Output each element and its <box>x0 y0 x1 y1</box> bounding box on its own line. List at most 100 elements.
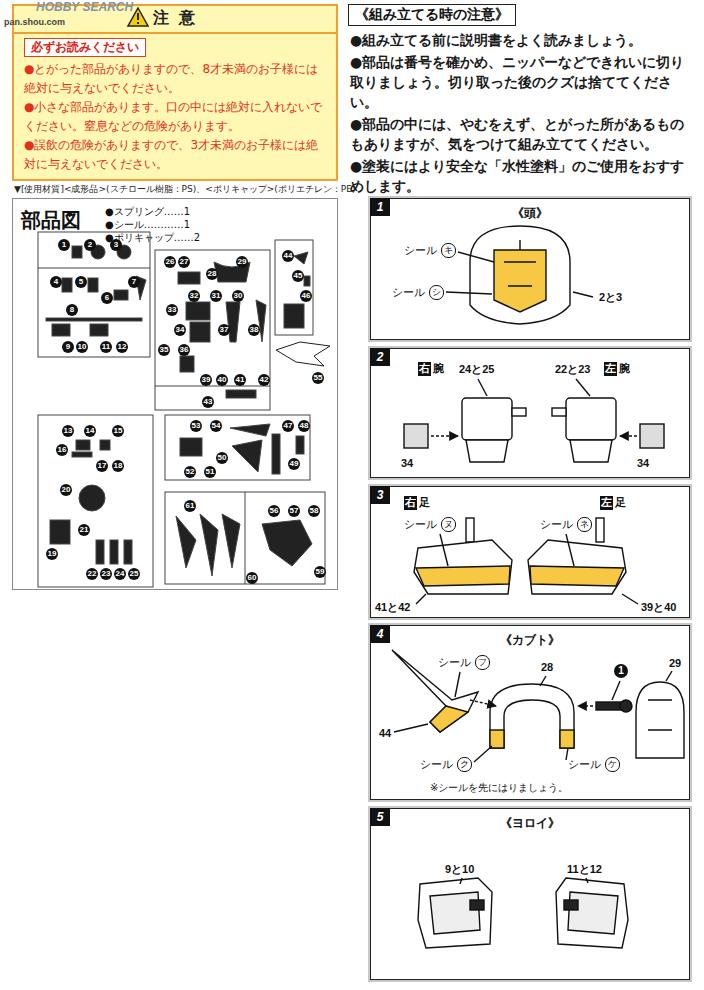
part-number: 33 <box>166 304 178 316</box>
parts-count: ●スプリング……1 <box>105 205 190 219</box>
part-number: 16 <box>56 444 68 456</box>
part-number: 27 <box>178 256 190 268</box>
part-number: 58 <box>308 505 320 517</box>
armor-figures <box>418 878 628 948</box>
step-number: 4 <box>370 625 390 643</box>
part-number: 59 <box>314 566 326 578</box>
seal-label: シール <box>392 286 425 300</box>
part-name: 腕 <box>433 362 444 376</box>
part-number: 10 <box>76 341 88 353</box>
part-number: 1 <box>614 664 628 678</box>
warning-subheading: 必ずお読みください <box>24 38 146 57</box>
part-number: 17 <box>96 460 108 472</box>
part-number: 14 <box>84 425 96 437</box>
watermark: pan.shou.com <box>4 17 65 27</box>
step-heading: 《ヨロイ》 <box>371 815 689 832</box>
part-number: 19 <box>46 548 58 560</box>
step-panel: 4《カブト》 <box>370 625 690 800</box>
seal-label: シール <box>420 758 453 772</box>
step-number: 1 <box>370 198 390 216</box>
part-callout: 24と25 <box>458 362 495 376</box>
warning-item: ●誤飲の危険がありますので、3才未満のお子様には絶対に与えないでください。 <box>14 136 336 179</box>
part-number: 2 <box>84 239 96 251</box>
part-number: 29 <box>236 256 248 268</box>
part-number: 44 <box>282 250 294 262</box>
part-callout: 41と42 <box>374 600 411 614</box>
warning-item: ●小さな部品があります。口の中には絶対に入れないでください。窒息などの危険があり… <box>14 98 336 136</box>
seal-letter: フ <box>475 655 490 670</box>
helmet-figures <box>392 650 684 762</box>
arm-figures <box>404 379 664 462</box>
part-number: 45 <box>292 270 304 282</box>
seal-label: シール <box>568 758 601 772</box>
part-number: 51 <box>204 466 216 478</box>
part-number: 5 <box>75 276 87 288</box>
foot-figures <box>414 518 638 604</box>
seal-letter: シ <box>429 285 444 300</box>
warning-item: ●とがった部品がありますので、8才未満のお子様には絶対に与えないでください。 <box>14 60 336 98</box>
part-number: 53 <box>190 420 202 432</box>
part-name: 足 <box>419 496 430 510</box>
step-number: 3 <box>370 486 390 504</box>
part-number: 9 <box>62 341 74 353</box>
part-number: 55 <box>312 372 324 384</box>
part-number: 37 <box>218 324 230 336</box>
part-number: 8 <box>66 304 78 316</box>
part-number: 11 <box>100 341 112 353</box>
seal-label: シール <box>540 518 573 532</box>
part-number: 6 <box>101 292 113 304</box>
side-mark: 右 <box>418 362 431 376</box>
step-panel: 1《頭》 <box>370 198 690 340</box>
parts-runners <box>38 232 330 587</box>
part-number: 38 <box>248 324 260 336</box>
step-heading: 《頭》 <box>371 205 689 222</box>
side-mark: 右 <box>404 496 417 510</box>
part-callout: 29 <box>668 656 682 670</box>
part-number: 34 <box>174 324 186 336</box>
watermark: HOBBY SEARCH <box>36 0 133 14</box>
part-number: 21 <box>78 524 90 536</box>
part-number: 41 <box>234 374 246 386</box>
part-number: 42 <box>258 374 270 386</box>
seal-letter: ケ <box>605 757 620 772</box>
side-mark: 左 <box>600 496 613 510</box>
part-callout: 34 <box>636 456 650 470</box>
box-fill <box>12 4 338 181</box>
part-name: 腕 <box>619 362 630 376</box>
assembly-note: ●部品は番号を確かめ、ニッパーなどできれいに切り取りましょう。切り取った後のクズ… <box>350 52 698 112</box>
parts-count: ●シール…………1 <box>105 218 190 232</box>
part-number: 13 <box>62 425 74 437</box>
warning-box: 注 意必ずお読みください●とがった部品がありますので、8才未満のお子様には絶対に… <box>12 4 338 181</box>
part-number: 7 <box>128 276 140 288</box>
part-number: 15 <box>112 425 124 437</box>
part-name: 足 <box>615 496 626 510</box>
part-number: 23 <box>100 568 112 580</box>
part-number: 3 <box>110 239 122 251</box>
part-callout: 44 <box>378 726 392 740</box>
side-mark: 左 <box>604 362 617 376</box>
part-number: 18 <box>112 460 124 472</box>
part-callout: 2と3 <box>598 290 623 304</box>
part-number: 57 <box>288 505 300 517</box>
part-number: 25 <box>128 568 140 580</box>
part-number: 35 <box>158 344 170 356</box>
part-number: 28 <box>206 268 218 280</box>
panel-title: 部品図 <box>21 207 81 234</box>
step-panel: 5《ヨロイ》 <box>370 808 690 980</box>
part-number: 46 <box>300 290 312 302</box>
seal-label: シール <box>404 518 437 532</box>
notes-title: 《組み立てる時の注意》 <box>355 6 509 24</box>
part-number: 43 <box>202 396 214 408</box>
seal-label: シール <box>438 656 471 670</box>
part-number: 22 <box>86 568 98 580</box>
step-heading: 《カブト》 <box>371 632 689 649</box>
part-number: 1 <box>58 239 70 251</box>
part-number: 39 <box>200 374 212 386</box>
seal-label: シール <box>404 244 437 258</box>
head-figure <box>446 226 593 324</box>
part-number: 30 <box>232 290 244 302</box>
part-callout: 11と12 <box>566 862 603 876</box>
material-note: ▼[使用材質]<成形品>(スチロール樹脂：PS)、<ポリキャップ>(ポリエチレン… <box>14 183 355 196</box>
part-number: 20 <box>60 484 72 496</box>
part-number: 4 <box>50 276 62 288</box>
